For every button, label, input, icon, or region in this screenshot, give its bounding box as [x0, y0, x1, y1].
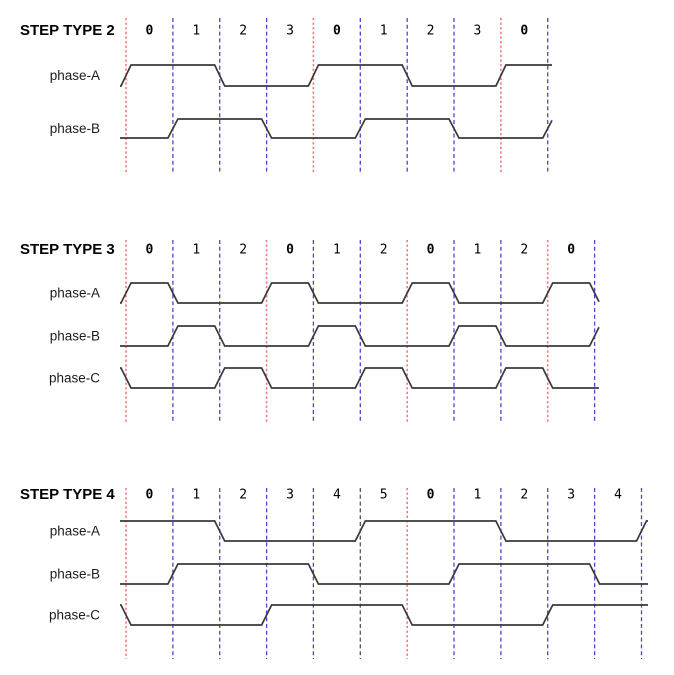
step-number: 2 — [239, 243, 247, 258]
phase-label: phase-B — [50, 121, 100, 136]
step-number: 0 — [286, 243, 294, 258]
phase-label: phase-C — [49, 608, 100, 623]
waveform-phase-b — [120, 118, 553, 139]
phase-label: phase-A — [50, 286, 100, 301]
step-number: 3 — [473, 24, 481, 39]
step-number: 0 — [333, 24, 341, 39]
section-step-type-4: STEP TYPE 4 0 1 2 3 4 5 0 1 2 3 4 phase-A phase-B phas… — [20, 486, 648, 659]
phase-label: phase-A — [50, 524, 100, 539]
waveform-phase-a — [120, 520, 648, 542]
step-number: 1 — [192, 488, 200, 503]
step-number: 5 — [380, 488, 388, 503]
step-number: 0 — [145, 243, 153, 258]
step-number: 1 — [333, 243, 341, 258]
step-number: 0 — [520, 24, 528, 39]
waveform-phase-a — [120, 64, 552, 87]
section-title: STEP TYPE 4 — [20, 486, 115, 503]
section-title: STEP TYPE 3 — [20, 241, 115, 258]
waveform-phase-a — [120, 282, 600, 304]
step-number: 1 — [192, 24, 200, 39]
waveform-phase-c — [120, 367, 599, 389]
step-number: 2 — [427, 24, 435, 39]
waveform-phase-b — [120, 325, 600, 347]
phase-label: phase-B — [50, 329, 100, 344]
step-number: 0 — [567, 243, 575, 258]
phase-label: phase-C — [49, 371, 100, 386]
step-number: 2 — [239, 24, 247, 39]
step-number: 2 — [380, 243, 388, 258]
step-number: 0 — [145, 24, 153, 39]
step-number: 0 — [145, 488, 153, 503]
step-number: 2 — [239, 488, 247, 503]
step-number: 3 — [286, 24, 294, 39]
step-number: 0 — [427, 488, 435, 503]
phase-label: phase-A — [50, 68, 100, 83]
step-number: 3 — [286, 488, 294, 503]
step-number: 2 — [520, 243, 528, 258]
step-number: 4 — [333, 488, 341, 503]
step-number: 1 — [473, 488, 481, 503]
step-number: 3 — [567, 488, 575, 503]
step-number: 2 — [520, 488, 528, 503]
section-step-type-2: STEP TYPE 2 0 1 2 3 0 1 2 3 0 phase-A phase-B — [20, 18, 553, 173]
step-number: 1 — [380, 24, 388, 39]
section-title: STEP TYPE 2 — [20, 22, 115, 39]
step-number: 1 — [473, 243, 481, 258]
section-step-type-3: STEP TYPE 3 0 1 2 0 1 2 0 1 2 0 phase-A phase-B phase… — [20, 240, 600, 422]
step-number: 1 — [192, 243, 200, 258]
waveform-phase-c — [120, 604, 648, 626]
step-number: 4 — [614, 488, 622, 503]
phase-label: phase-B — [50, 567, 100, 582]
waveform-phase-b — [120, 563, 648, 585]
step-number: 0 — [427, 243, 435, 258]
